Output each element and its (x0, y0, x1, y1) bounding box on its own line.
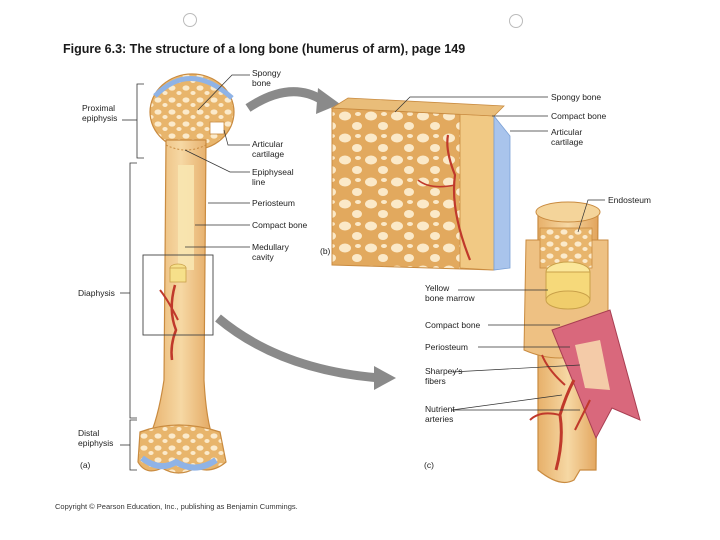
label-periosteum-a: Periosteum (252, 198, 295, 208)
label-medullary-cavity: Medullary cavity (252, 242, 289, 262)
binder-hole-right (509, 14, 523, 28)
leader-lines-b (394, 96, 548, 132)
panel-c-shaft (523, 201, 641, 483)
label-epiphyseal-line: Epiphyseal line (252, 167, 294, 187)
label-nutrient-arteries: Nutrient arteries (425, 404, 455, 424)
humerus-bone (137, 73, 235, 474)
zoom-arrows (215, 87, 396, 390)
panel-letter-c: (c) (424, 460, 434, 470)
figure-title: Figure 6.3: The structure of a long bone… (63, 42, 466, 56)
panel-letter-a: (a) (80, 460, 91, 470)
label-compact-bone-a: Compact bone (252, 220, 308, 230)
label-compact-bone-b: Compact bone (551, 111, 607, 121)
label-articular-cartilage-a: Articular cartilage (252, 139, 285, 159)
label-sharpeys-fibers: Sharpey's fibers (425, 366, 463, 386)
label-spongy-bone-b: Spongy bone (551, 92, 602, 102)
copyright-notice: Copyright © Pearson Education, Inc., pub… (55, 502, 298, 511)
panel-b-block (330, 97, 511, 271)
binder-hole-left (183, 13, 197, 27)
panel-letter-b: (b) (320, 246, 331, 256)
leader-lines-a (184, 74, 250, 248)
label-distal-epiphysis: Distal epiphysis (78, 428, 114, 448)
label-periosteum-c: Periosteum (425, 342, 468, 352)
label-endosteum: Endosteum (608, 195, 651, 205)
label-spongy-bone-a: Spongy bone (252, 68, 281, 88)
leader-lines-c (451, 199, 605, 411)
region-brackets (120, 83, 144, 471)
label-articular-cartilage-b: Articular cartilage (551, 127, 584, 147)
label-proximal-epiphysis: Proximal epiphysis (82, 103, 118, 123)
label-yellow-bone-marrow: Yellow bone marrow (425, 283, 475, 303)
label-diaphysis: Diaphysis (78, 288, 115, 298)
label-compact-bone-c: Compact bone (425, 320, 481, 330)
zoom-box (142, 254, 214, 336)
